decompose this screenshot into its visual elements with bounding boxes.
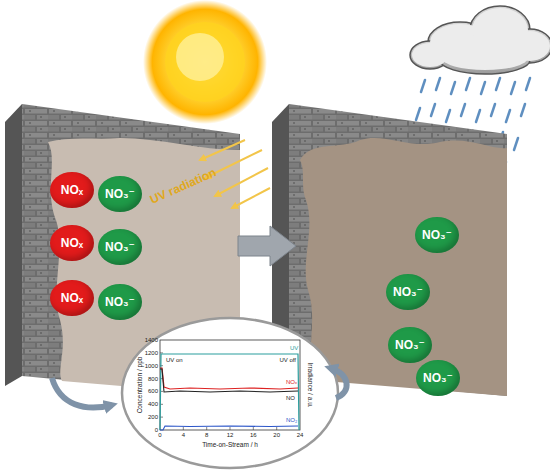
nox-curve: [160, 368, 298, 389]
tick-label: 16: [250, 432, 257, 438]
species-label: NO₃⁻: [423, 371, 453, 385]
plot-area: [160, 340, 300, 430]
wall-side: [5, 104, 22, 386]
tick-label: 20: [273, 432, 280, 438]
series-note: UV on: [166, 357, 183, 363]
species-label: NO₃⁻: [105, 187, 135, 201]
nitrate-bubble: NO₃⁻: [98, 176, 142, 212]
sun: [143, 0, 267, 124]
series-label: UV: [290, 345, 298, 351]
nitrate-bubble: NO₃⁻: [98, 229, 142, 265]
pollutant-bubble: NOₓ: [50, 280, 94, 316]
series-note: UV off: [279, 357, 296, 363]
nitrate-bubble: NO₃⁻: [416, 360, 460, 396]
nitrate-bubble: NO₃⁻: [388, 327, 432, 363]
curved-arrow: [330, 368, 347, 398]
series-label: NOₓ: [286, 379, 297, 385]
species-label: NOₓ: [61, 291, 83, 305]
axis-title: Concentration / ppb: [137, 357, 144, 414]
tick-label: 12: [227, 432, 234, 438]
pollutant-bubble: NOₓ: [50, 225, 94, 261]
no-curve: [160, 369, 298, 392]
series-label: NO: [286, 395, 295, 401]
curved-arrow: [52, 378, 112, 408]
tick-label: 4: [182, 432, 185, 438]
no2-curve: [160, 426, 298, 430]
sun-glow: [143, 0, 267, 124]
sun-disc: [165, 22, 245, 102]
tick-label: 1000: [145, 363, 158, 369]
tick-label: 200: [148, 414, 158, 420]
nitrate-bubble: NO₃⁻: [386, 274, 430, 310]
tick-label: 8: [205, 432, 208, 438]
pollutant-bubble: NOₓ: [50, 172, 94, 208]
nitrate-bubble: NO₃⁻: [415, 217, 459, 253]
tick-label: 800: [148, 376, 158, 382]
species-label: NO₃⁻: [395, 338, 425, 352]
transition-arrow: [238, 226, 296, 266]
axis-title: Irradiance / a.u.: [307, 362, 314, 407]
series-label: NO₂: [286, 417, 297, 423]
uv-curve: [160, 354, 299, 430]
tick-label: 0: [158, 432, 161, 438]
nitrate-bubble: NO₃⁻: [98, 284, 142, 320]
tick-label: 600: [148, 388, 158, 394]
species-label: NO₃⁻: [422, 228, 452, 242]
tick-label: 0: [155, 427, 158, 433]
species-label: NOₓ: [61, 236, 83, 250]
axis-title: Time-on-Stream / h: [202, 442, 258, 449]
species-label: NO₃⁻: [105, 240, 135, 254]
sun-highlight: [176, 33, 224, 81]
inset-chart: [122, 318, 338, 468]
tick-label: 24: [297, 432, 304, 438]
species-label: NO₃⁻: [393, 285, 423, 299]
washed-coating: [300, 138, 507, 396]
tick-label: 1400: [145, 337, 158, 343]
tick-label: 400: [148, 401, 158, 407]
species-label: NO₃⁻: [105, 295, 135, 309]
species-label: NOₓ: [61, 183, 83, 197]
tick-label: 1200: [145, 350, 158, 356]
inset-frame: [122, 318, 338, 468]
